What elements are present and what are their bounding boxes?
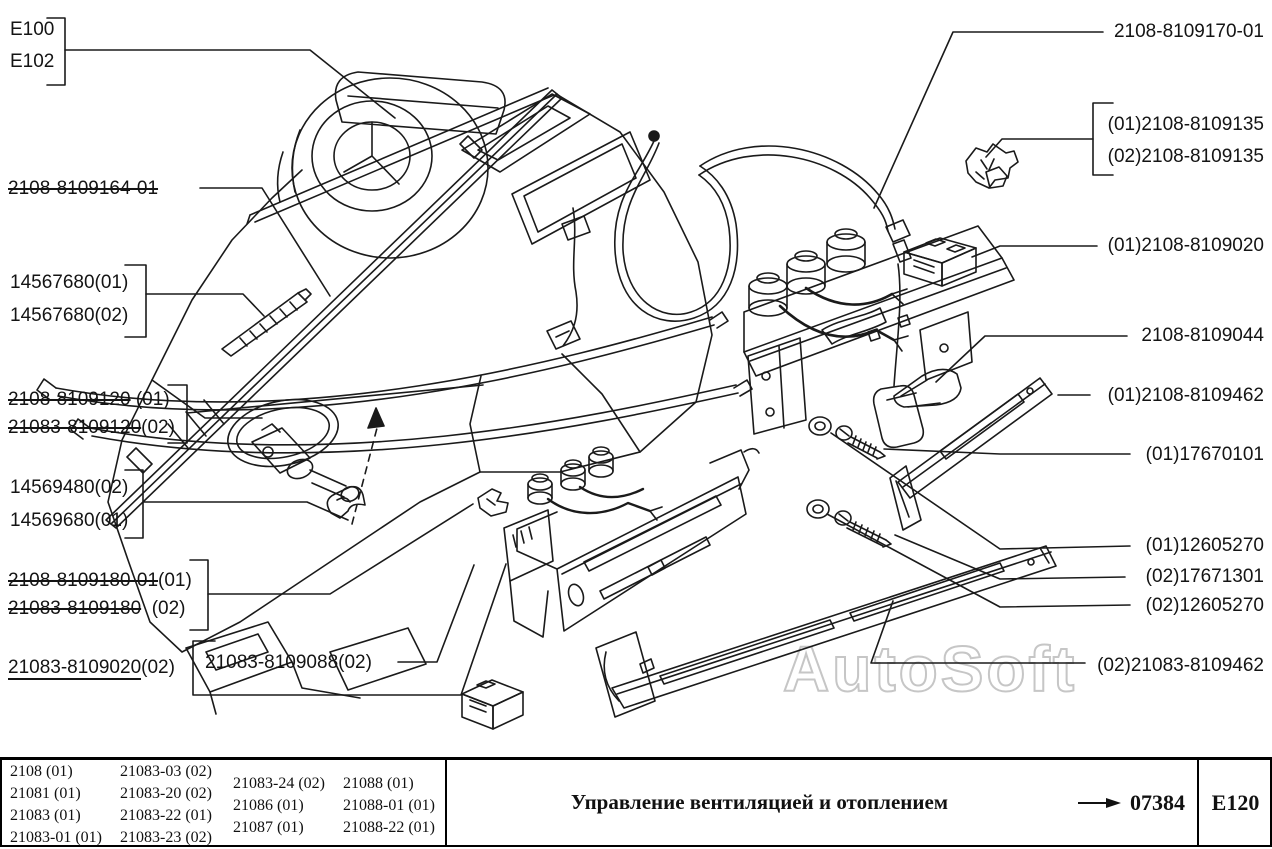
model-item: 21083-03 (02) (120, 763, 212, 780)
model-item: 21081 (01) (10, 785, 81, 802)
part-label-8109170: 2108-8109170-01 (1113, 21, 1264, 42)
part-label-14569480-02: 14569480(02) (10, 477, 129, 498)
ribbed-rod (221, 288, 312, 357)
page-title: Управление вентиляцией и отоплением (570, 790, 949, 814)
part-label-8109020-02: 21083-8109020(02) (8, 657, 175, 680)
screws-and-washers (806, 416, 892, 548)
part-label-8109180-02: 21083-8109180 (02) (8, 598, 186, 620)
part-label-14567680-01: 14567680(01) (10, 272, 129, 293)
part-number: 2108-8109180-01 (8, 570, 159, 591)
heater-tap (251, 423, 360, 503)
part-label-17671301: (02)17671301 (1145, 566, 1264, 587)
footer-table: 2108 (01) 21081 (01) 21083 (01) 21083-01 (0… (0, 757, 1272, 847)
arrow-icon (1078, 797, 1121, 808)
model-list-col3: 21083-24 (02) 21086 (01) 21087 (01) (233, 773, 325, 839)
part-label-8109120-01: 2108-8109120 (01) (8, 389, 170, 411)
model-item: 21083-24 (02) (233, 775, 325, 792)
lower-switch-block (461, 679, 524, 730)
part-number: 2108-8109120 (8, 389, 131, 410)
blower-motor (276, 71, 506, 259)
parts-diagram-drawing (36, 17, 1131, 730)
watermark: AutoSoft (782, 632, 1078, 706)
lower-trim-strip (595, 545, 1057, 718)
part-label-8109120-02: 21083-8109120(02) (8, 417, 175, 439)
table-divider (1197, 760, 1199, 845)
model-item: 21083 (01) (10, 807, 81, 824)
upper-trim-plate (889, 377, 1053, 531)
part-label-17670101: (01)17670101 (1145, 444, 1264, 465)
variant-code: (02) (141, 417, 175, 438)
caption-cell: Управление вентиляцией и отоплением 0738… (449, 760, 1197, 845)
model-item: 21086 (01) (233, 797, 304, 814)
model-item: 21083-23 (02) (120, 829, 212, 846)
model-item: 21088-01 (01) (343, 797, 435, 814)
part-label-e102: E102 (10, 51, 55, 72)
retaining-clip (477, 488, 509, 517)
part-number: 21083-8109020 (8, 657, 142, 680)
part-label-8109462-01: (01)2108-8109462 (1107, 385, 1264, 406)
part-label-e100: E100 (10, 19, 55, 40)
table-divider (445, 760, 447, 845)
part-label-8109462-02: (02)21083-8109462 (1097, 655, 1264, 676)
part-number: 21083-8109120 (8, 417, 142, 438)
model-list-col4: 21088 (01) 21088-01 (01) 21088-22 (01) (343, 773, 435, 839)
cable-clamp (326, 407, 385, 525)
part-label-8109180-01: 2108-8109180-01(01) (8, 570, 192, 592)
variant-code: (01) (130, 389, 170, 410)
part-label-8109135-01: (01)2108-8109135 (1107, 114, 1264, 135)
model-item: 21083-22 (01) (120, 807, 212, 824)
part-label-12605270-02: (02)12605270 (1145, 595, 1264, 616)
model-item: 21083-01 (01) (10, 829, 102, 846)
variant-code: (02) (141, 657, 175, 678)
model-item: 21083-20 (02) (120, 785, 212, 802)
variant-code: (02) (141, 598, 186, 619)
lever-knob (893, 368, 962, 408)
part-label-8109164: 2108-8109164-01 (8, 178, 159, 199)
part-label-8109044: 2108-8109044 (1141, 325, 1264, 346)
model-item: 2108 (01) (10, 763, 73, 780)
heater-housing (107, 93, 713, 715)
hanging-wire (546, 207, 591, 350)
model-list-col2: 21083-03 (02) 21083-20 (02) 21083-22 (01) 2… (120, 761, 212, 849)
part-label-8109020-01: (01)2108-8109020 (1107, 235, 1264, 256)
part-label-8109088-02: 21083-8109088(02) (205, 652, 372, 673)
model-item: 21088-22 (01) (343, 819, 435, 836)
control-cable-loop (614, 130, 925, 449)
model-list-col1: 2108 (01) 21081 (01) 21083 (01) 21083-01 (0… (10, 761, 102, 849)
model-item: 21087 (01) (233, 819, 304, 836)
cable-bracket-part (965, 143, 1019, 189)
part-label-14569680-01: 14569680(01) (10, 510, 129, 531)
figure-code: 07384 (1130, 789, 1185, 815)
control-cables (36, 311, 753, 468)
model-item: 21088 (01) (343, 775, 414, 792)
upper-control-unit (743, 225, 1015, 435)
variant-code: (01) (158, 570, 192, 591)
lower-control-unit (503, 446, 760, 638)
part-number: 21083-8109180 (8, 598, 142, 619)
part-label-8109135-02: (02)2108-8109135 (1107, 146, 1264, 167)
part-label-12605270-01: (01)12605270 (1145, 535, 1264, 556)
callout-leader-lines (46, 17, 1131, 696)
part-label-14567680-02: 14567680(02) (10, 305, 129, 326)
page-code: E120 (1211, 789, 1260, 815)
